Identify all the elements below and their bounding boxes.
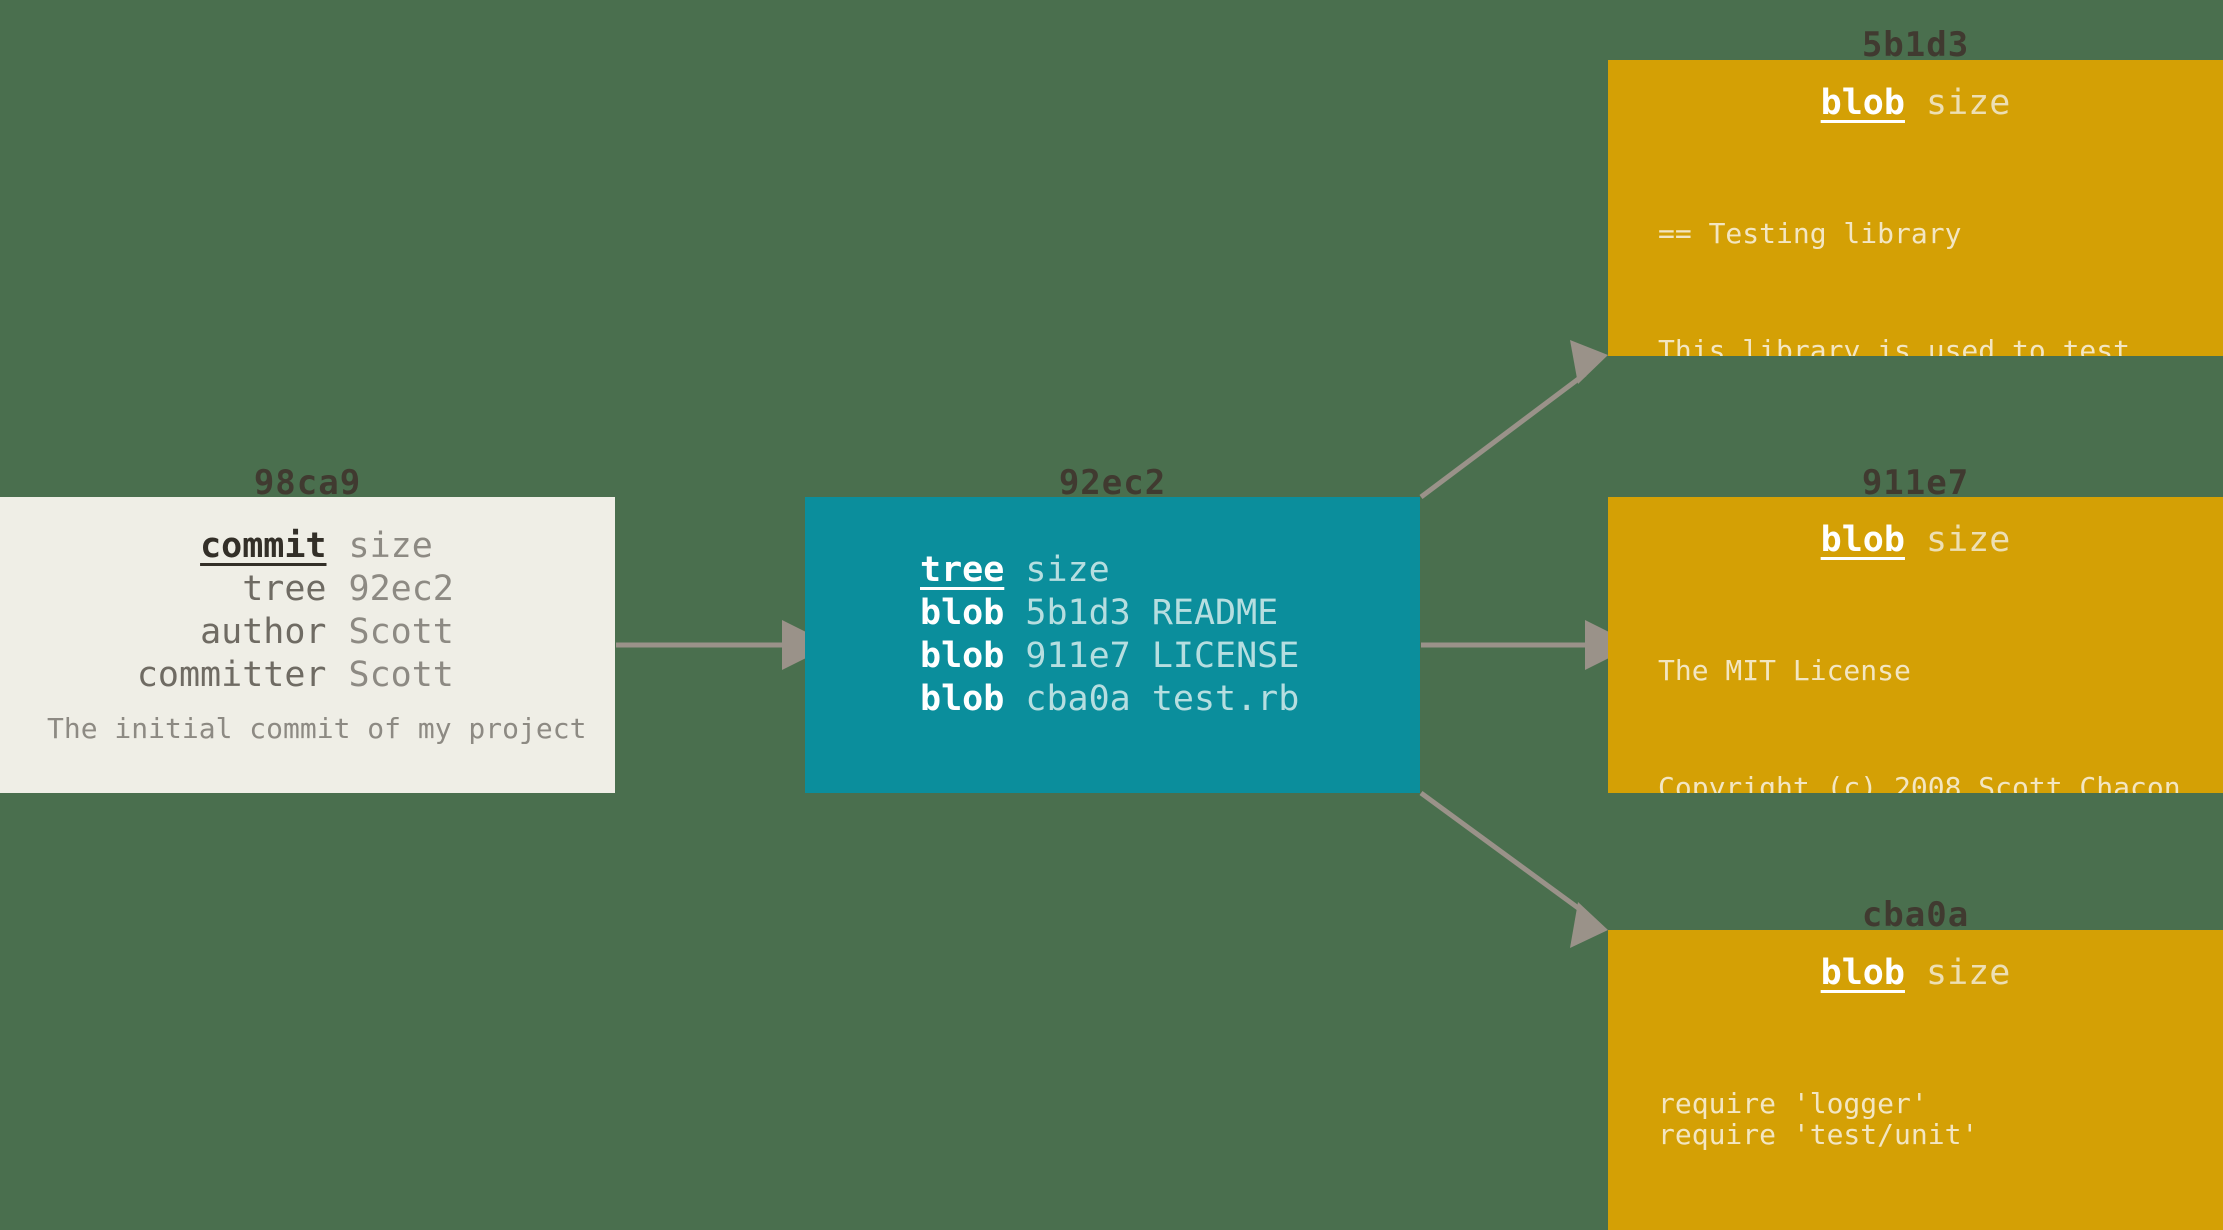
blob-content-cba0a: require 'logger' require 'test/unit' cla… [1658, 1026, 2213, 1230]
blob-paragraph: == Testing library [1658, 217, 1962, 250]
tree-entry-row: blob 911e7 LICENSE [920, 635, 1299, 678]
commit-field-value: Scott [348, 612, 454, 652]
tree-entry-name: test.rb [1151, 679, 1300, 719]
blob-object-box-911e7: blob size The MIT License Copyright (c) … [1608, 497, 2223, 793]
commit-header-row: commit size [97, 525, 519, 568]
arrow-tree-to-blob-911e7 [1421, 620, 1635, 670]
blob-type-label: blob [1820, 953, 1905, 993]
blob-object-box-5b1d3: blob size == Testing library This librar… [1608, 60, 2223, 356]
blob-content-5b1d3: == Testing library This library is used … [1658, 156, 2213, 356]
commit-field-key: committer [136, 655, 327, 695]
commit-field-value: Scott [348, 655, 454, 695]
tree-entry-hash: 5b1d3 [1025, 593, 1131, 633]
tree-entry-sep [1004, 593, 1025, 633]
commit-field-row: committer Scott [97, 654, 519, 697]
tree-type-label: tree [920, 550, 1005, 590]
commit-type-label: commit [200, 526, 327, 566]
blob-header-row: blob size [1608, 952, 2223, 995]
blob-size-value: size [1926, 520, 2011, 560]
tree-entry-name: LICENSE [1151, 636, 1300, 676]
blob-id-label-911e7: 911e7 [1861, 463, 1970, 503]
tree-id-label: 92ec2 [1058, 463, 1167, 503]
blob-header-sep [1905, 953, 1926, 993]
blob-header-sep [1905, 83, 1926, 123]
blob-type-label: blob [1820, 83, 1905, 123]
commit-field-row: author Scott [97, 611, 519, 654]
blob-header-row: blob size [1608, 82, 2223, 125]
blob-id-label-cba0a: cba0a [1861, 895, 1970, 935]
commit-field-value: 92ec2 [348, 569, 454, 609]
tree-entry-name: README [1151, 593, 1279, 633]
blob-id-label-5b1d3: 5b1d3 [1861, 25, 1970, 65]
tree-entry-sep [1131, 593, 1152, 633]
tree-entry-sep [1131, 636, 1152, 676]
blob-header-row: blob size [1608, 519, 2223, 562]
tree-entry-hash: cba0a [1025, 679, 1131, 719]
blob-size-value: size [1926, 83, 2011, 123]
tree-entry-type: blob [920, 679, 1005, 719]
arrow-tree-to-blob-cba0a [1419, 790, 1608, 948]
tree-size-value: size [1004, 550, 1110, 590]
arrow-tree-to-blob-5b1d3 [1419, 340, 1608, 499]
tree-entry-hash: 911e7 [1025, 636, 1131, 676]
commit-object-box: commit size tree 92ec2 author Scott comm… [0, 497, 615, 793]
tree-entry-row: blob cba0a test.rb [920, 678, 1299, 721]
blob-paragraph: require 'logger' require 'test/unit' [1658, 1087, 1979, 1151]
commit-message: The initial commit of my project [47, 712, 587, 745]
tree-entry-sep [1131, 679, 1152, 719]
tree-entry-sep [1004, 679, 1025, 719]
arrow-commit-to-tree [616, 620, 832, 670]
blob-content-911e7: The MIT License Copyright (c) 2008 Scott… [1658, 593, 2213, 793]
tree-entry-list: tree size blob 5b1d3 README blob 911e7 L… [920, 549, 1299, 721]
blob-header-sep [1905, 520, 1926, 560]
blob-type-label: blob [1820, 520, 1905, 560]
blob-object-box-cba0a: blob size require 'logger' require 'test… [1608, 930, 2223, 1230]
commit-size-value: size [348, 526, 433, 566]
blob-paragraph: Copyright (c) 2008 Scott Chacon [1658, 771, 2181, 793]
blob-size-value: size [1926, 953, 2011, 993]
tree-entry-type: blob [920, 636, 1005, 676]
commit-field-row: tree 92ec2 [97, 568, 519, 611]
blob-paragraph: The MIT License [1658, 654, 1911, 687]
tree-entry-sep [1004, 636, 1025, 676]
tree-entry-row: blob 5b1d3 README [920, 592, 1299, 635]
tree-header-row: tree size [920, 549, 1299, 592]
tree-object-box: tree size blob 5b1d3 README blob 911e7 L… [805, 497, 1420, 793]
commit-id-label: 98ca9 [253, 463, 362, 503]
blob-paragraph: This library is used to test Ruby projec… [1658, 334, 2131, 356]
commit-field-list: commit size tree 92ec2 author Scott comm… [0, 525, 615, 697]
commit-field-key: tree [242, 569, 327, 609]
tree-entry-type: blob [920, 593, 1005, 633]
commit-field-key: author [200, 612, 327, 652]
